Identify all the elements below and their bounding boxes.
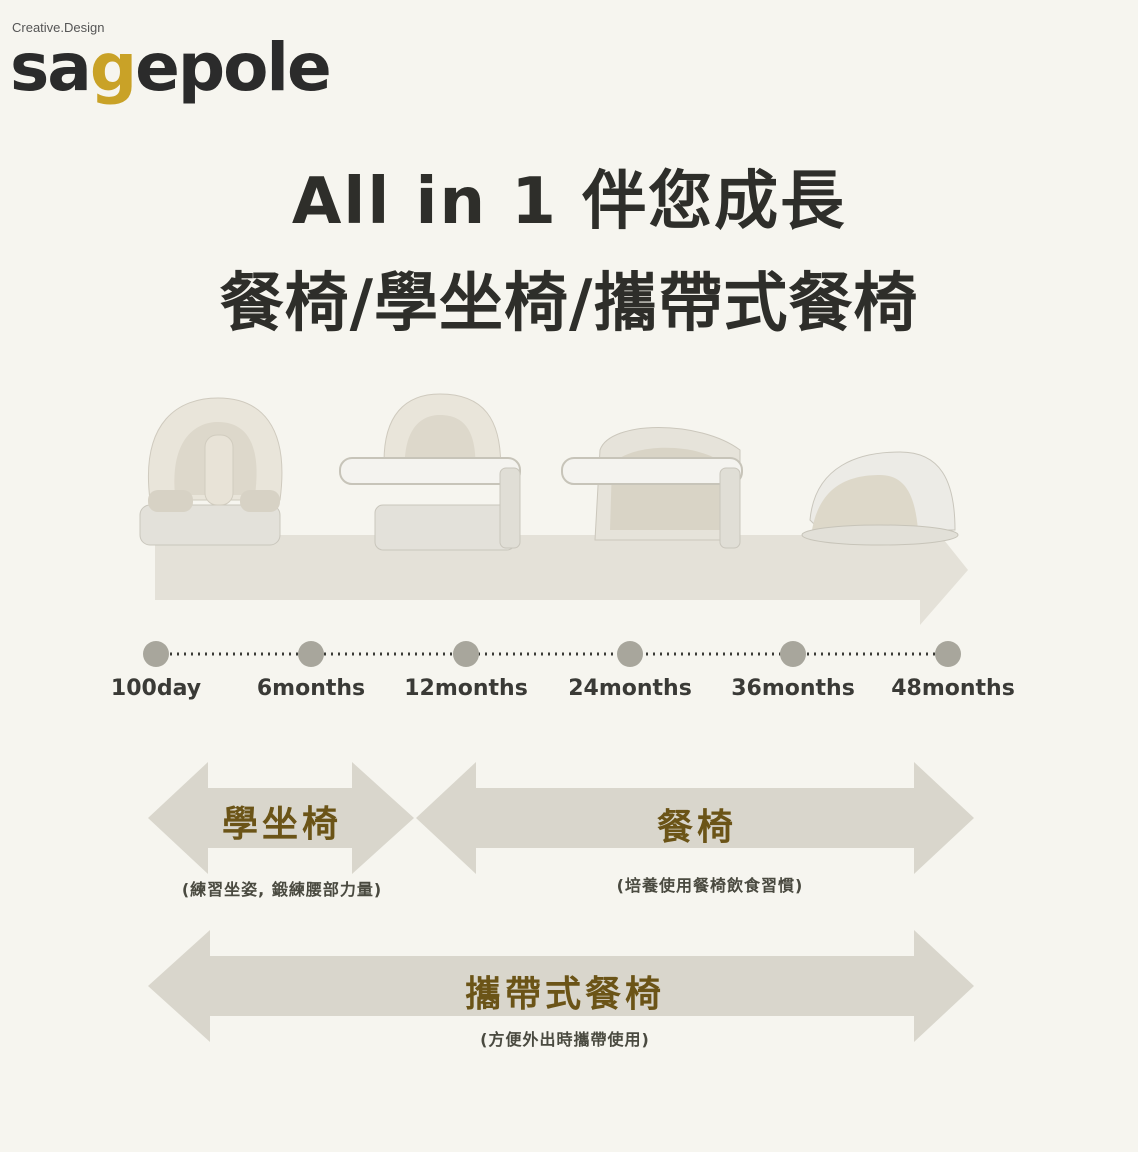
timeline-dot <box>298 641 324 667</box>
usage-note-portable-chair: (方便外出時攜帶使用) <box>480 1030 650 1049</box>
chair-portable-icon <box>801 451 959 546</box>
chair-cushion-icon <box>139 397 283 546</box>
timeline-dot <box>617 641 643 667</box>
timeline-track <box>143 641 961 667</box>
timeline-label: 36months <box>731 676 855 701</box>
chair-booster-tray-icon <box>561 427 743 549</box>
timeline-dot <box>453 641 479 667</box>
logo-subtitle: Creative.Design <box>12 20 105 35</box>
timeline-label: 12months <box>404 676 528 701</box>
growth-arrow <box>155 510 968 625</box>
usage-title-dining-chair: 餐椅 <box>656 807 738 848</box>
subheadline: 餐椅/學坐椅/攜帶式餐椅 <box>219 267 919 341</box>
product-illustration <box>139 393 968 625</box>
timeline-label: 100day <box>110 676 202 701</box>
usage-title-portable-chair: 攜帶式餐椅 <box>464 974 666 1015</box>
arrow-study-seat <box>148 762 414 874</box>
sagepole-logo: Creative.Design sagepole <box>10 20 332 106</box>
arrow-portable-chair <box>148 930 974 1042</box>
arrow-dining-chair <box>416 762 974 874</box>
usage-arrows <box>148 762 974 1042</box>
usage-note-dining-chair: (培養使用餐椅飲食習慣) <box>616 876 804 895</box>
timeline-label: 6months <box>256 676 366 701</box>
chair-tray-cushion-icon <box>339 393 521 551</box>
timeline-dot <box>143 641 169 667</box>
logo-wordmark: sagepole <box>10 29 332 106</box>
timeline-dot <box>935 641 961 667</box>
timeline-dot <box>780 641 806 667</box>
timeline-label: 24months <box>568 676 692 701</box>
timeline-label: 48months <box>891 676 1015 701</box>
usage-title-study-seat: 學坐椅 <box>221 804 343 845</box>
usage-note-study-seat: (練習坐姿, 鍛練腰部力量) <box>181 880 383 899</box>
headline: All in 1 伴您成長 <box>291 165 847 239</box>
keyhole-icon: g <box>89 29 137 106</box>
